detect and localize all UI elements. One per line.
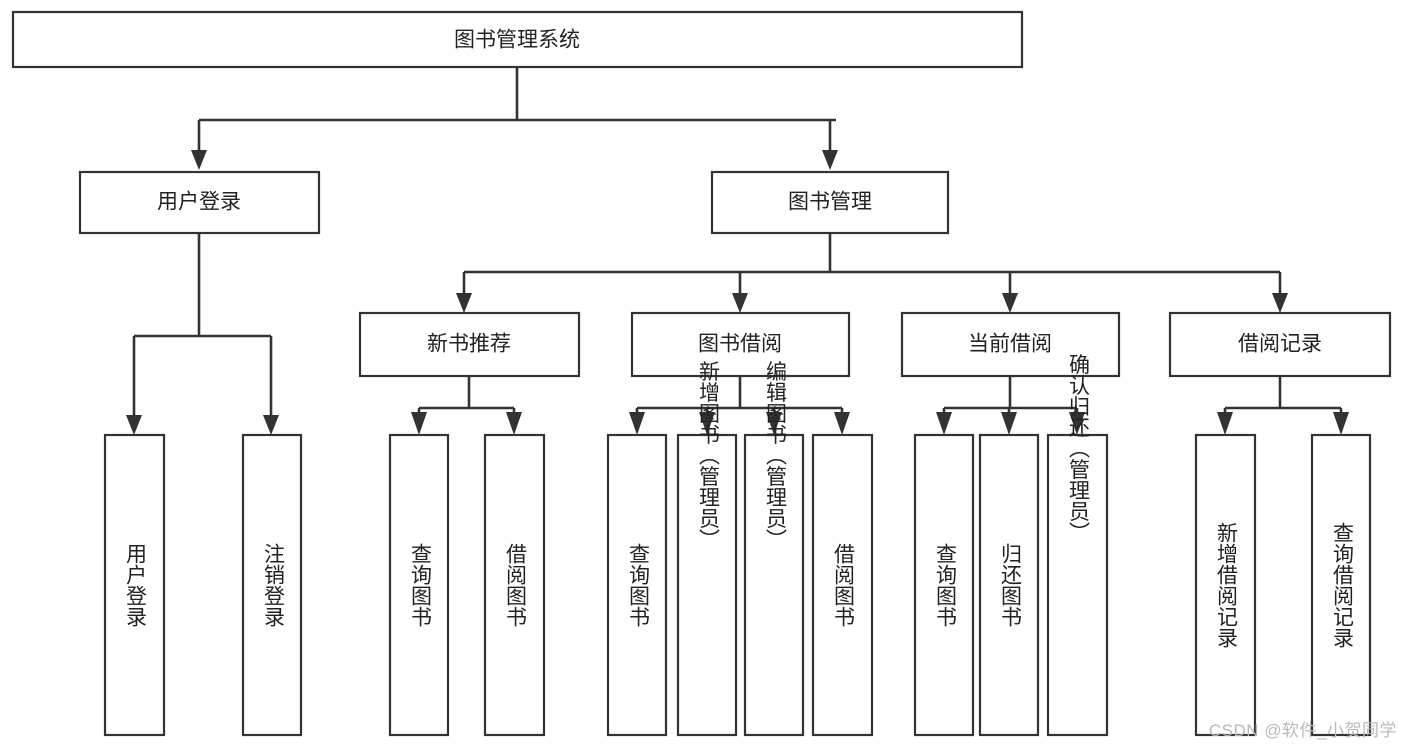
arrowhead-current-to-leaf9	[936, 412, 952, 435]
arrowhead-records-to-leaf12	[1217, 412, 1233, 435]
node-root-box[interactable]	[11, 10, 1024, 69]
leaf-node-query-book-2[interactable]: 查询图书	[606, 433, 668, 737]
leaf-node-borrow-book-2[interactable]: 借阅图书	[811, 433, 874, 737]
connector-group-current-borrow	[936, 376, 1085, 435]
node-borrow-records-box[interactable]	[1168, 311, 1392, 378]
leaf-user-login-box[interactable]	[103, 433, 166, 737]
leaf-add-book-admin-box[interactable]	[676, 433, 738, 737]
leaf-node-return-book[interactable]: 归还图书	[978, 433, 1040, 737]
arrowhead-bookmgmt-to-newbook	[456, 293, 472, 313]
arrowhead-root-to-user-login	[191, 150, 207, 170]
leaf-node-add-borrow-record[interactable]: 新增借阅记录	[1194, 433, 1257, 737]
node-root-label: 图书管理系统	[454, 29, 580, 52]
leaf-query-book-3-box[interactable]	[913, 433, 975, 737]
node-book-borrow-box[interactable]	[630, 311, 851, 378]
leaf-add-borrow-record-label: 新增借阅记录	[1214, 522, 1238, 648]
node-borrow-records[interactable]: 借阅记录	[1168, 311, 1392, 378]
node-new-book-recommend-label: 新书推荐	[427, 333, 511, 356]
node-current-borrow-box[interactable]	[900, 311, 1121, 378]
node-book-management[interactable]: 图书管理	[710, 170, 950, 235]
node-user-login-box[interactable]	[78, 170, 321, 235]
node-user-login[interactable]: 用户登录	[78, 170, 321, 235]
arrowhead-current-to-leaf11	[1069, 412, 1085, 435]
arrowhead-current-to-leaf10	[1001, 412, 1017, 435]
leaf-node-query-book-1[interactable]: 查询图书	[388, 433, 450, 737]
arrowhead-userlogin-to-leaf2	[263, 415, 279, 435]
csdn-watermark: CSDN @软件_小贺同学	[1208, 721, 1397, 740]
leaf-logout-box[interactable]	[241, 433, 303, 737]
node-book-management-label: 图书管理	[788, 191, 872, 214]
leaf-return-book-label: 归还图书	[998, 543, 1022, 627]
node-book-management-box[interactable]	[710, 170, 950, 235]
leaf-borrow-book-2-box[interactable]	[811, 433, 874, 737]
leaf-add-borrow-record-box[interactable]	[1194, 433, 1257, 737]
connector-group-root	[191, 67, 838, 170]
leaf-node-query-borrow-record[interactable]: 查询借阅记录	[1310, 433, 1372, 737]
arrowhead-bookmgmt-to-borrow	[732, 293, 748, 313]
leaf-query-book-1-label: 查询图书	[408, 543, 432, 627]
leaf-query-book-1-box[interactable]	[388, 433, 450, 737]
leaf-query-book-2-label: 查询图书	[626, 543, 650, 627]
leaf-user-login-label: 用户登录	[123, 543, 147, 627]
arrowhead-borrow-to-leaf6	[699, 412, 715, 435]
leaf-borrow-book-1-box[interactable]	[483, 433, 546, 737]
connector-group-user-login	[126, 233, 279, 435]
leaf-edit-book-admin-box[interactable]	[743, 433, 805, 737]
leaf-node-confirm-return-admin[interactable]: 确认归还（管理员）	[1046, 354, 1109, 737]
arrowhead-bookmgmt-to-current	[1002, 293, 1018, 313]
node-new-book-recommend-box[interactable]	[358, 311, 581, 378]
leaf-logout-label: 注销登录	[261, 543, 285, 627]
arrowhead-bookmgmt-to-records	[1272, 293, 1288, 313]
leaf-query-book-3-label: 查询图书	[933, 543, 957, 627]
leaf-query-book-2-box[interactable]	[606, 433, 668, 737]
arrowhead-borrow-to-leaf7	[766, 412, 782, 435]
arrowhead-userlogin-to-leaf1	[126, 415, 142, 435]
leaf-borrow-book-2-label: 借阅图书	[831, 543, 855, 627]
leaf-confirm-return-admin-label: 确认归还（管理员）	[1066, 354, 1090, 543]
node-root[interactable]: 图书管理系统	[11, 10, 1024, 69]
arrowhead-records-to-leaf13	[1333, 412, 1349, 435]
node-current-borrow-label: 当前借阅	[968, 333, 1052, 356]
leaf-node-add-book-admin[interactable]: 新增图书（管理员）	[676, 361, 738, 737]
arrowhead-newbook-to-leaf4	[506, 412, 522, 435]
connector-group-new-book	[411, 376, 522, 435]
connector-group-borrow-book	[629, 376, 850, 435]
leaf-borrow-book-1-label: 借阅图书	[503, 543, 527, 627]
node-borrow-records-label: 借阅记录	[1238, 333, 1322, 356]
leaf-node-query-book-3[interactable]: 查询图书	[913, 433, 975, 737]
arrowhead-newbook-to-leaf3	[411, 412, 427, 435]
arrowhead-root-to-book-mgmt	[822, 150, 838, 170]
node-book-borrow-label: 图书借阅	[698, 333, 782, 356]
arrowhead-borrow-to-leaf5	[629, 412, 645, 435]
leaf-return-book-box[interactable]	[978, 433, 1040, 737]
leaf-node-edit-book-admin[interactable]: 编辑图书（管理员）	[743, 361, 805, 737]
connector-group-book-mgmt	[456, 233, 1288, 313]
leaf-query-borrow-record-label: 查询借阅记录	[1330, 522, 1354, 648]
node-user-login-label: 用户登录	[157, 191, 241, 214]
leaf-node-user-login[interactable]: 用户登录	[103, 433, 166, 737]
leaf-node-borrow-book-1[interactable]: 借阅图书	[483, 433, 546, 737]
arrowhead-borrow-to-leaf8	[834, 412, 850, 435]
node-current-borrow[interactable]: 当前借阅	[900, 311, 1121, 378]
node-new-book-recommend[interactable]: 新书推荐	[358, 311, 581, 378]
leaf-edit-book-admin-label: 编辑图书（管理员）	[763, 361, 787, 550]
leaf-confirm-return-admin-box[interactable]	[1046, 433, 1109, 737]
leaf-query-borrow-record-box[interactable]	[1310, 433, 1372, 737]
node-book-borrow[interactable]: 图书借阅	[630, 311, 851, 378]
leaf-add-book-admin-label: 新增图书（管理员）	[696, 361, 720, 550]
leaf-node-logout[interactable]: 注销登录	[241, 433, 303, 737]
connector-group-borrow-records	[1217, 376, 1349, 435]
